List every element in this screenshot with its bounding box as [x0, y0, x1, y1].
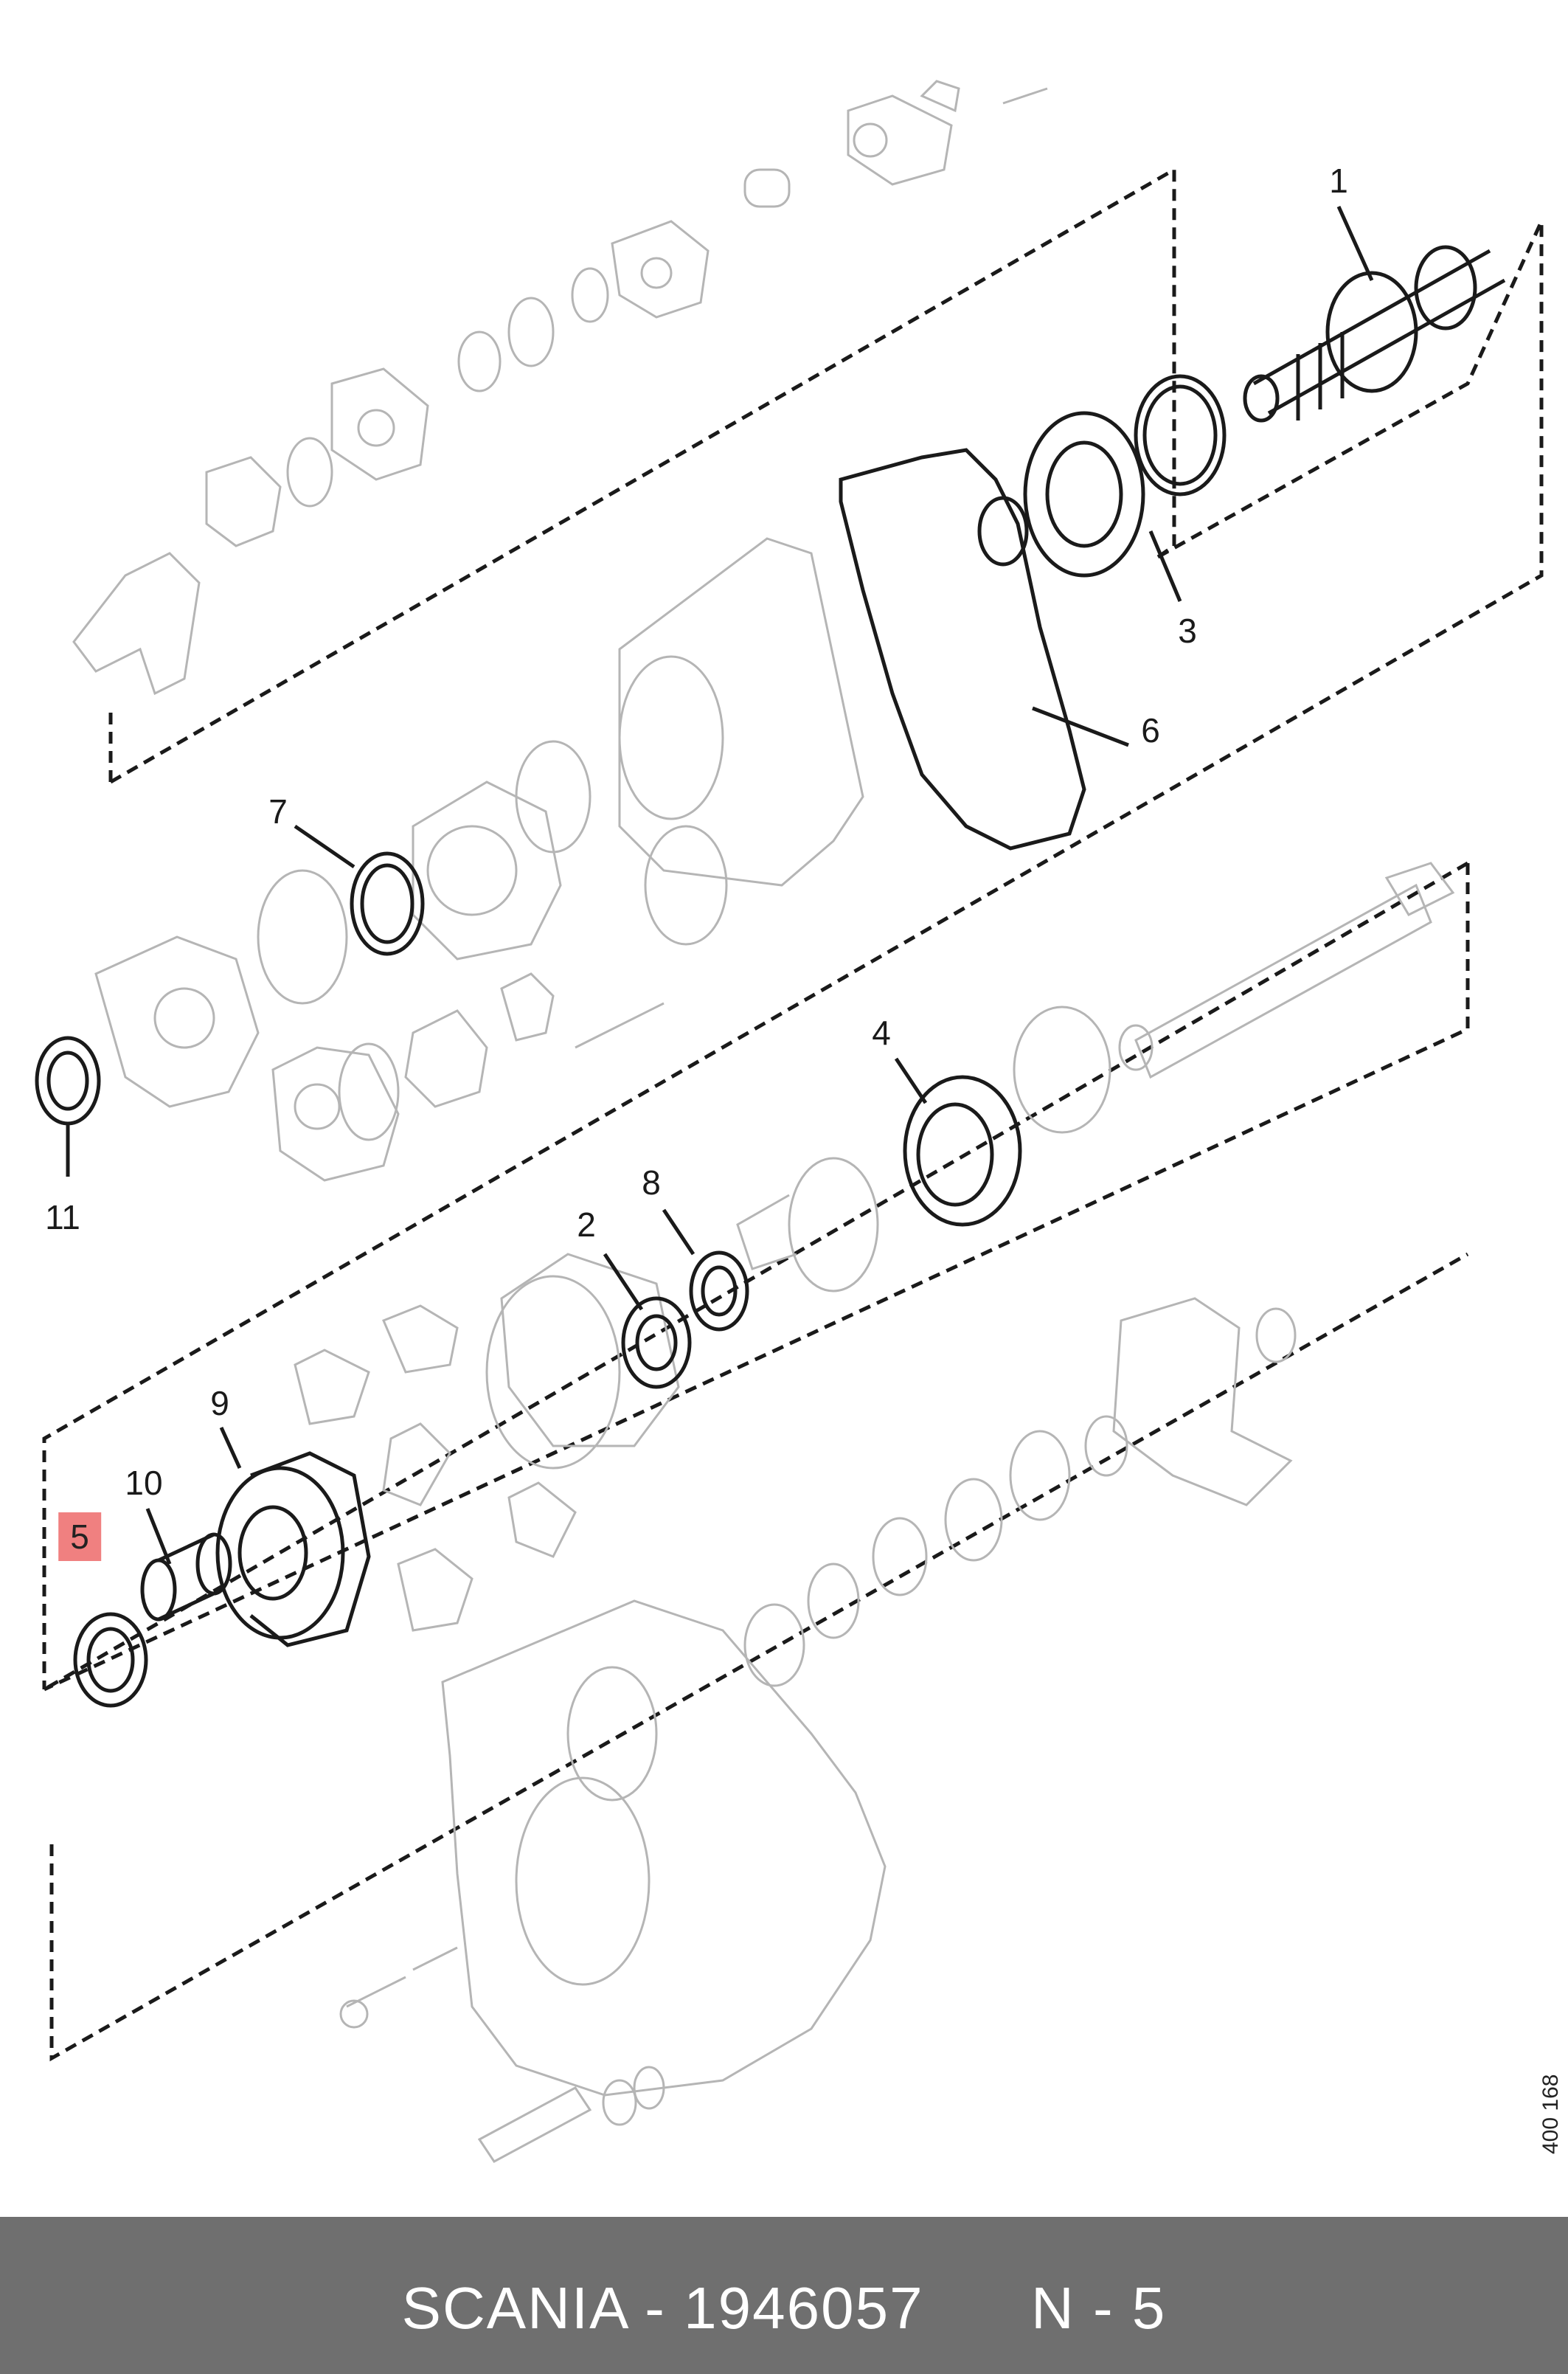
footer-title: SCANIA - 1946057 N - 5: [401, 2275, 1167, 2341]
numbered-parts: [35, 205, 1506, 1708]
part-7-seal: [350, 851, 425, 956]
part-9-gear: [215, 1451, 371, 1647]
document-number: 400 168: [1538, 2074, 1563, 2154]
ghost-parts: [72, 80, 1455, 2163]
callout-6: 6: [1141, 711, 1160, 750]
footer-bar: SCANIA - 1946057 N - 5: [0, 2217, 1568, 2374]
exploded-parts-diagram: 1 2 3 4 5 6 7 8 9 10 11 400 168: [35, 80, 1563, 2163]
group-boundaries: [42, 166, 1544, 2062]
part-number: 1946057: [684, 2275, 924, 2341]
callout-10: 10: [125, 1464, 163, 1502]
part-11-seal: [35, 1036, 101, 1126]
brand-name: SCANIA: [401, 2275, 628, 2341]
callout-2: 2: [577, 1205, 596, 1244]
callout-11: 11: [45, 1198, 80, 1236]
part-4-bearing: [903, 1075, 1022, 1227]
diagram-drawing: [35, 80, 1544, 2163]
part-2-bearing: [621, 1296, 692, 1389]
callout-8: 8: [642, 1163, 661, 1202]
callout-3: 3: [1178, 612, 1197, 650]
callout-9: 9: [210, 1384, 229, 1422]
callout-4: 4: [872, 1014, 891, 1052]
callout-7: 7: [268, 792, 288, 831]
part-3-bearing: [1023, 411, 1145, 578]
reference-code: N - 5: [1030, 2275, 1167, 2341]
part-1-shaft: [1243, 245, 1506, 423]
part-6-gasket: [839, 448, 1086, 851]
callout-5-highlighted: 5: [58, 1512, 101, 1561]
part-8-washer: [689, 1250, 749, 1332]
callout-1: 1: [1329, 162, 1348, 200]
part-5-washer: [73, 1612, 148, 1708]
